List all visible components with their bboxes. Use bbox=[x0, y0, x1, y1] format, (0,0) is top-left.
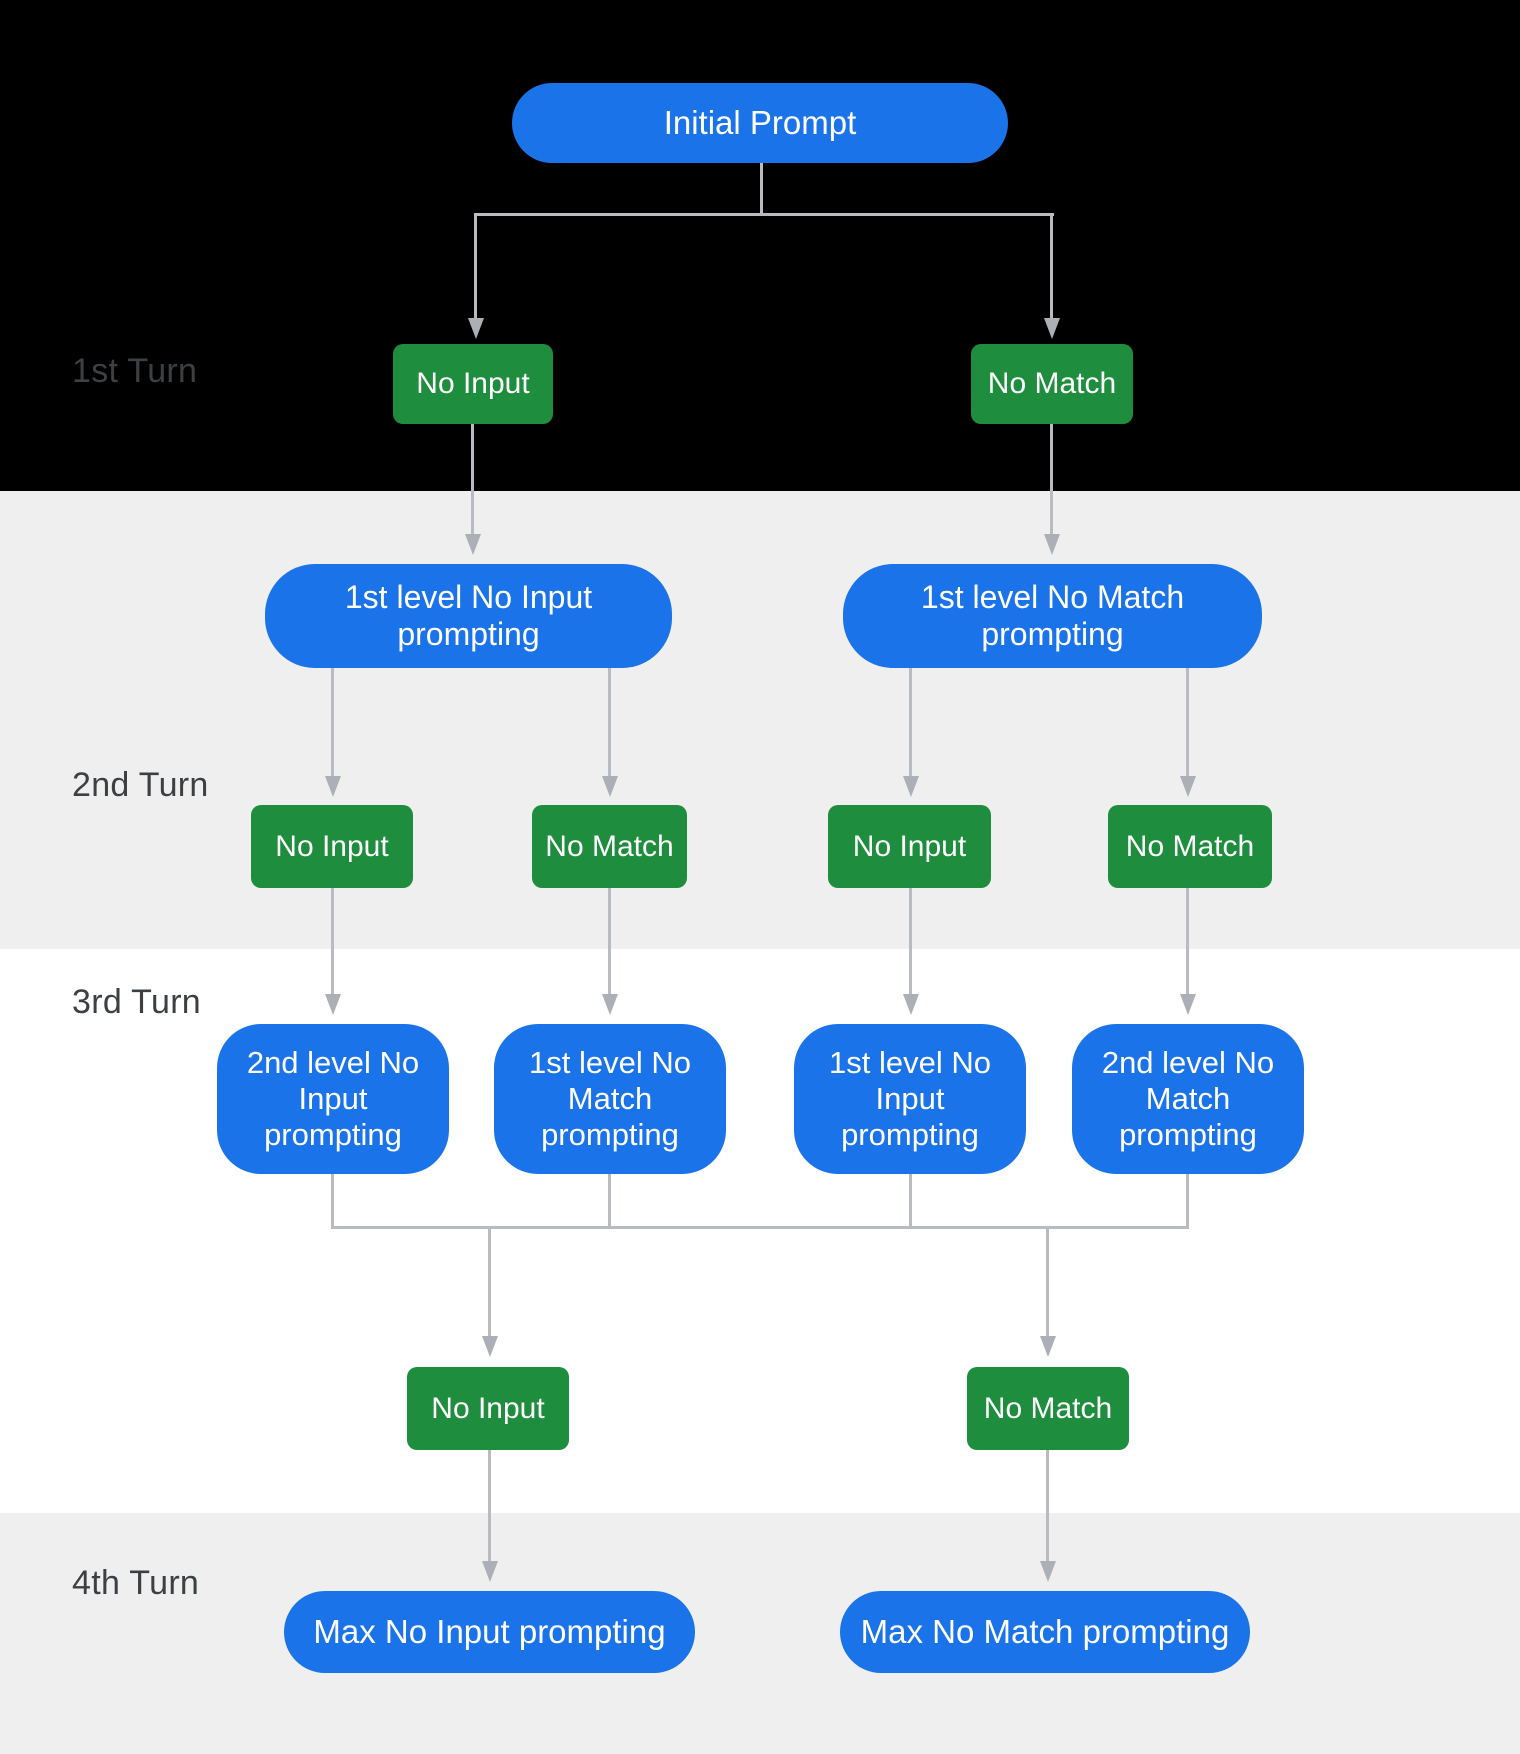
arrowhead-icon bbox=[602, 994, 618, 1015]
node-level2-no-input-prompting: 2nd level No Input prompting bbox=[217, 1024, 449, 1174]
node-level1b-no-match-prompting: 1st level No Match prompting bbox=[494, 1024, 726, 1174]
node-turn3-no-match: No Match bbox=[967, 1367, 1129, 1450]
arrowhead-icon bbox=[1044, 534, 1060, 555]
arrowhead-icon bbox=[903, 994, 919, 1015]
node-max-no-match-prompting: Max No Match prompting bbox=[840, 1591, 1250, 1673]
connector-line bbox=[331, 1174, 334, 1229]
band-turn1-dark bbox=[0, 0, 1520, 491]
arrowhead-icon bbox=[465, 534, 481, 555]
arrowhead-icon bbox=[903, 776, 919, 797]
connector-line bbox=[1186, 888, 1189, 996]
node-turn2-no-match-2: No Match bbox=[1108, 805, 1272, 888]
node-level1-no-input-prompting: 1st level No Input prompting bbox=[265, 564, 672, 668]
band-turn4-gray bbox=[0, 1513, 1520, 1754]
node-turn2-no-match-1: No Match bbox=[532, 805, 687, 888]
node-turn1-no-input: No Input bbox=[393, 344, 553, 424]
connector-line bbox=[909, 1174, 912, 1229]
connector-line bbox=[608, 668, 611, 778]
connector-line bbox=[760, 163, 763, 215]
arrowhead-icon bbox=[325, 994, 341, 1015]
connector-line bbox=[476, 213, 1054, 216]
arrowhead-icon bbox=[1180, 776, 1196, 797]
connector-line bbox=[1046, 1226, 1049, 1338]
connector-line bbox=[909, 888, 912, 996]
node-turn2-no-input-1: No Input bbox=[251, 805, 413, 888]
band-turn2-gray bbox=[0, 491, 1520, 949]
arrowhead-icon bbox=[482, 1561, 498, 1582]
connector-line bbox=[331, 668, 334, 778]
connector-line bbox=[1050, 424, 1053, 536]
connector-line bbox=[471, 424, 474, 536]
connector-line bbox=[608, 1174, 611, 1229]
connector-line bbox=[488, 1450, 491, 1563]
turn4-label: 4th Turn bbox=[72, 1564, 200, 1602]
arrowhead-icon bbox=[1044, 318, 1060, 339]
connector-line bbox=[1186, 1174, 1189, 1229]
node-level2-no-match-prompting: 2nd level No Match prompting bbox=[1072, 1024, 1304, 1174]
turn3-label: 3rd Turn bbox=[72, 983, 202, 1021]
node-level1-no-match-prompting: 1st level No Match prompting bbox=[843, 564, 1262, 668]
node-turn3-no-input: No Input bbox=[407, 1367, 569, 1450]
node-turn1-no-match: No Match bbox=[971, 344, 1133, 424]
arrowhead-icon bbox=[1180, 994, 1196, 1015]
connector-line bbox=[1050, 213, 1053, 320]
connector-line bbox=[331, 888, 334, 996]
node-initial-prompt: Initial Prompt bbox=[512, 83, 1008, 163]
node-max-no-input-prompting: Max No Input prompting bbox=[284, 1591, 695, 1673]
connector-line bbox=[909, 668, 912, 778]
arrowhead-icon bbox=[1040, 1336, 1056, 1357]
turn2-label: 2nd Turn bbox=[72, 766, 209, 804]
arrowhead-icon bbox=[468, 318, 484, 339]
turn1-label: 1st Turn bbox=[72, 352, 198, 390]
arrowhead-icon bbox=[602, 776, 618, 797]
connector-bus-line bbox=[331, 1226, 1189, 1229]
node-turn2-no-input-2: No Input bbox=[828, 805, 991, 888]
connector-line bbox=[488, 1226, 491, 1338]
connector-line bbox=[1046, 1450, 1049, 1563]
arrowhead-icon bbox=[325, 776, 341, 797]
arrowhead-icon bbox=[482, 1336, 498, 1357]
connector-line bbox=[474, 213, 477, 320]
connector-line bbox=[608, 888, 611, 996]
arrowhead-icon bbox=[1040, 1561, 1056, 1582]
node-level1b-no-input-prompting: 1st level No Input prompting bbox=[794, 1024, 1026, 1174]
connector-line bbox=[1186, 668, 1189, 778]
band-turn3-white bbox=[0, 949, 1520, 1513]
